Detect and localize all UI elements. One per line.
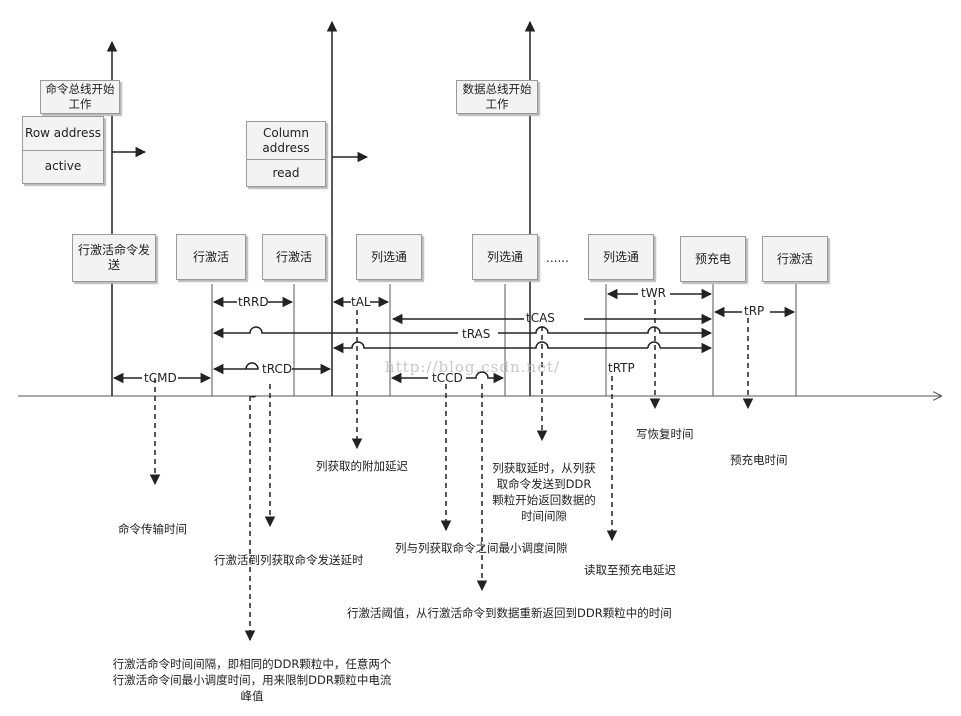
state-label: 行激活 [275,249,312,264]
state-label: 预充电 [694,251,731,266]
desc-ras: 行激活阈值，从行激活命令到数据重新返回到DDR颗粒中的时间 [347,606,672,620]
state-column-select-1: 列选通 [356,234,422,280]
state-column-select-2: 列选通 [472,234,538,280]
cmd-bus-start-label: 命令总线开始工作 [45,82,115,111]
state-label: 列选通 [370,249,407,264]
label-tRCD: tRCD [262,362,293,376]
watermark: http://blog.csdn.net/ [385,358,561,376]
state-label: 列选通 [486,249,523,264]
state-activate-1: 行激活 [176,234,246,280]
state-precharge: 预充电 [680,236,746,282]
data-bus-start-label: 数据总线开始工作 [462,82,532,111]
row-address-label: Row address [25,125,101,140]
state-ellipsis: ...... [546,251,569,265]
label-tAL: tAL [351,295,371,309]
column-address-box: Column address read [246,121,326,187]
label-tRTP: tRTP [608,361,635,375]
desc-cas: 列获取延时，从列获取命令发送到DDR颗粒开始返回数据的时间间隙 [492,461,596,523]
column-address-label: Column address [262,125,310,155]
state-label: 行激活 [776,251,813,266]
desc-rcd: 行激活到列获取命令发送延时 [214,553,364,567]
desc-rp: 预充电时间 [730,453,788,467]
desc-al: 列获取的附加延迟 [316,459,408,473]
state-column-select-3: 列选通 [588,234,654,280]
label-tCMD: tCMD [144,371,177,385]
state-row-activate-send: 行激活命令发送 [72,234,156,282]
desc-cmd-transfer: 命令传输时间 [118,522,187,536]
cmd-bus-start-box: 命令总线开始工作 [40,80,120,114]
data-bus-start-box: 数据总线开始工作 [456,80,538,114]
desc-ccd: 列与列获取命令之间最小调度间隙 [395,541,568,555]
state-activate-2: 行激活 [262,234,326,280]
read-label: read [247,159,325,186]
active-label: active [23,149,103,184]
state-label: 行激活命令发送 [77,243,150,272]
state-label: 行激活 [192,249,229,264]
state-label: 列选通 [602,249,639,264]
label-tWR: tWR [641,286,666,300]
label-tCAS: tCAS [526,311,555,325]
row-address-box: Row address active [22,116,104,184]
label-tRRD: tRRD [238,295,269,309]
state-activate-3: 行激活 [762,236,828,282]
label-tCCD: tCCD [432,371,463,385]
label-tRAS: tRAS [462,327,491,341]
desc-rtp: 读取至预充电延迟 [584,563,676,577]
label-tRP: tRP [744,304,765,318]
desc-rrd: 行激活命令时间间隔，即相同的DDR颗粒中，任意两个行激活命令间最小调度时间，用来… [112,657,392,703]
desc-wr: 写恢复时间 [636,427,694,441]
